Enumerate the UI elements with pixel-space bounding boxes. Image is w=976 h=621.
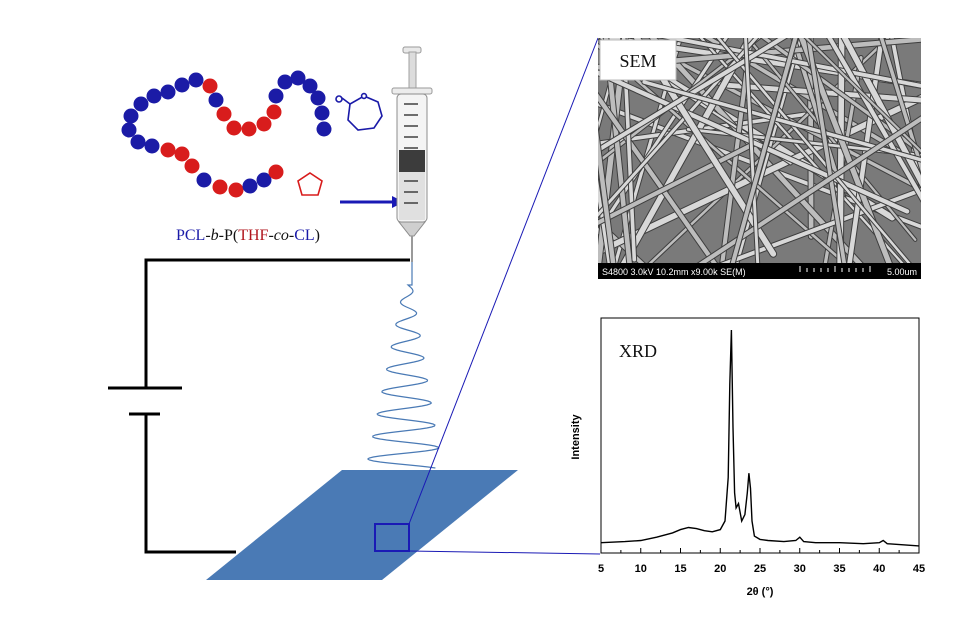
polymer-bead <box>268 88 284 104</box>
feed-arrow <box>340 196 404 208</box>
polymer-bead <box>133 96 149 112</box>
polymer-bead <box>144 138 160 154</box>
polymer-bead <box>216 106 232 122</box>
polymer-bead <box>174 77 190 93</box>
syringe <box>391 46 433 262</box>
polymer-bead <box>130 134 146 150</box>
polymer-bead <box>123 108 139 124</box>
polymer-bead <box>314 105 330 121</box>
polymer-label-part: - <box>205 227 210 244</box>
polymer-bead <box>160 84 176 100</box>
xrd-tick-label: 30 <box>794 563 806 575</box>
voltage-circuit <box>108 258 410 554</box>
polymer-bead <box>290 70 306 86</box>
polymer-label-part: PCL <box>176 227 205 244</box>
sem-panel: SEM S4800 3.0kV 10.2mm x9.00k SE(M) 5.00… <box>598 38 921 279</box>
polymer-label-part: THF <box>238 227 268 244</box>
polymer-bead <box>241 121 257 137</box>
polymer-bead <box>256 116 272 132</box>
xrd-tick-label: 20 <box>714 563 726 575</box>
xrd-tick-label: 10 <box>635 563 647 575</box>
polymer-bead <box>146 88 162 104</box>
polymer-bead <box>266 104 282 120</box>
collector-plate <box>206 470 518 580</box>
zoom-lines <box>408 37 601 555</box>
sem-label: SEM <box>619 51 656 71</box>
polymer-label-part: co <box>274 227 289 244</box>
polymer-bead <box>196 172 212 188</box>
polymer-bead <box>310 90 326 106</box>
zoom-region-box <box>374 523 410 552</box>
polymer-chain <box>121 70 332 198</box>
xrd-panel: XRD 5 10 15 20 25 30 35 40 45 Intensity 2θ (°) <box>570 317 925 598</box>
xrd-tick-label: 35 <box>833 563 845 575</box>
polymer-label-part: b <box>211 227 219 244</box>
polymer-bead <box>188 72 204 88</box>
caprolactone-icon <box>335 92 383 131</box>
thf-icon <box>297 172 323 196</box>
sem-scale-bar: 5.00um <box>887 267 917 277</box>
xrd-tick-label: 45 <box>913 563 925 575</box>
xrd-ylabel: Intensity <box>570 414 582 460</box>
polymer-bead <box>208 92 224 108</box>
polymer-bead <box>302 78 318 94</box>
polymer-bead <box>228 182 244 198</box>
xrd-tick-label: 25 <box>754 563 766 575</box>
xrd-tick-label: 40 <box>873 563 885 575</box>
xrd-xlabel: 2θ (°) <box>747 586 774 598</box>
sem-info-bar: S4800 3.0kV 10.2mm x9.00k SE(M) <box>602 267 746 277</box>
polymer-label-part: - <box>289 227 294 244</box>
polymer-bead <box>202 78 218 94</box>
polymer-bead <box>174 146 190 162</box>
polymer-bead <box>121 122 137 138</box>
polymer-jet <box>366 262 440 469</box>
polymer-bead <box>256 172 272 188</box>
polymer-bead <box>212 179 228 195</box>
polymer-bead <box>268 164 284 180</box>
polymer-bead <box>184 158 200 174</box>
xrd-tick-label: 15 <box>674 563 686 575</box>
xrd-pattern-line <box>600 329 920 547</box>
polymer-bead <box>242 178 258 194</box>
xrd-tick-label: 5 <box>598 563 604 575</box>
polymer-label-part: ) <box>315 227 320 244</box>
polymer-bead <box>316 121 332 137</box>
polymer-bead <box>160 142 176 158</box>
polymer-label: PCL-b-P(THF-co-CL) <box>176 227 320 244</box>
polymer-bead <box>277 74 293 90</box>
xrd-label: XRD <box>619 341 657 361</box>
polymer-label-part: CL <box>294 227 314 244</box>
polymer-bead <box>226 120 242 136</box>
polymer-label-part: - <box>268 227 273 244</box>
polymer-label-part: -P( <box>219 227 239 244</box>
